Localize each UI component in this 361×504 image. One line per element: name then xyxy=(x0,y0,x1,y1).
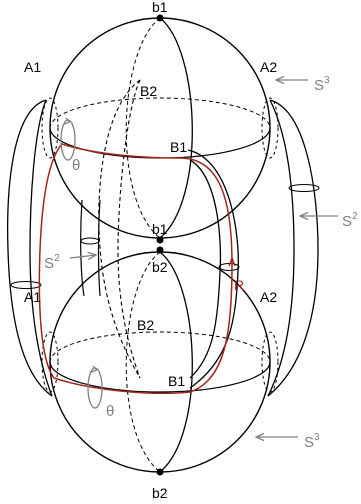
right-tube xyxy=(267,99,320,397)
center-dot-upper xyxy=(156,236,164,244)
front-tube xyxy=(187,149,240,389)
label-s3-lower: S3 xyxy=(304,432,320,451)
label-lower-inner-front: B1 xyxy=(168,373,185,389)
radius-arrow xyxy=(228,257,236,267)
label-s2-middle: S2 xyxy=(44,253,60,272)
label-lower-inner-back: B2 xyxy=(137,317,154,333)
s2-middle-arrow xyxy=(69,255,96,258)
label-s3-upper: S3 xyxy=(314,75,330,94)
red-loop-path xyxy=(38,143,233,394)
label-upper-left: A1 xyxy=(24,59,41,75)
upper-sphere xyxy=(41,17,279,239)
bottom-pole-dot xyxy=(156,468,164,476)
label-bottom-pole: b2 xyxy=(152,485,168,501)
label-upper-inner-back: B2 xyxy=(140,83,157,99)
label-lower-right: A2 xyxy=(260,289,277,305)
label-center-upper: b1 xyxy=(152,221,168,237)
label-upper-inner-front: B1 xyxy=(170,139,187,155)
middle-tube xyxy=(80,199,101,297)
label-lower-left: A1 xyxy=(24,289,41,305)
top-pole-dot xyxy=(156,14,164,22)
left-tube xyxy=(7,99,53,397)
center-dot-lower xyxy=(156,246,164,254)
theta-ring-upper xyxy=(60,117,76,161)
label-center-lower: b2 xyxy=(152,259,168,275)
theta-ring-lower xyxy=(87,365,103,409)
label-theta-lower: θ xyxy=(106,403,114,420)
back-tube-dashed xyxy=(98,79,141,379)
label-upper-right: A2 xyxy=(260,59,277,75)
label-s2-right: S2 xyxy=(342,211,358,230)
label-radius: R xyxy=(234,277,244,293)
label-top-pole: b1 xyxy=(152,0,168,15)
label-theta-upper: θ xyxy=(72,157,80,174)
